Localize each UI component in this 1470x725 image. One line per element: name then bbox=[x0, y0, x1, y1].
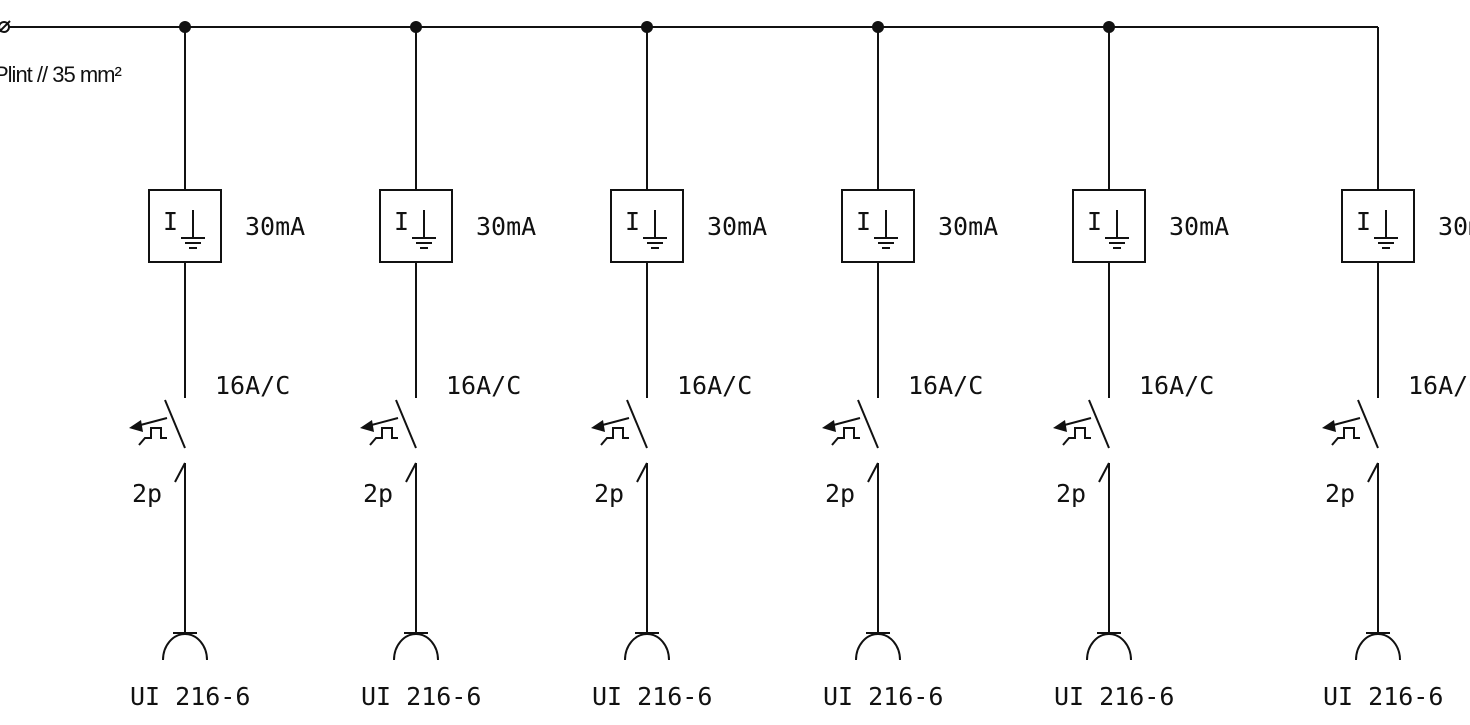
rcd-box bbox=[841, 189, 915, 263]
rcd-rating: 30mA bbox=[707, 212, 767, 241]
circuit-breaker-icon bbox=[822, 399, 879, 483]
rcd-rating: 30mA bbox=[938, 212, 998, 241]
socket-label: UI 216-6 bbox=[361, 682, 481, 711]
branch-circuit: I 30mA 16A/C 2p UI 216-6 bbox=[360, 21, 536, 711]
rcd-rating: 30mA bbox=[476, 212, 536, 241]
bus-bar-group: Plint // 35 mm² bbox=[0, 20, 1378, 87]
socket-label: UI 216-6 bbox=[1054, 682, 1174, 711]
earth-icon bbox=[1374, 210, 1398, 249]
socket-label: UI 216-6 bbox=[1323, 682, 1443, 711]
branch-circuit: I 30mA 16A/C 2p UI 216-6 bbox=[1053, 21, 1229, 711]
socket-outlet-icon bbox=[855, 632, 901, 661]
branch-circuit: I 30mA 16A/C 2p UI 216-6 bbox=[129, 21, 305, 711]
earth-icon bbox=[643, 210, 667, 249]
earth-icon bbox=[181, 210, 205, 249]
rcd-box bbox=[610, 189, 684, 263]
socket-outlet-icon bbox=[393, 632, 439, 661]
circuit-breaker-icon bbox=[1053, 399, 1110, 483]
rcd-symbol: I bbox=[856, 207, 871, 236]
branch-circuits: I 30mA 16A/C 2p UI 216-6 I 30mA 16A/C 2p UI 216-6… bbox=[129, 21, 1470, 711]
rcd-box bbox=[379, 189, 453, 263]
rcd-symbol: I bbox=[163, 207, 178, 236]
rcd-box bbox=[1341, 189, 1415, 263]
branch-circuit: I 30mA 16A/C 2p UI 216-6 bbox=[591, 21, 767, 711]
breaker-rating: 16A/C bbox=[446, 371, 521, 400]
rcd-symbol: I bbox=[394, 207, 409, 236]
rcd-rating: 30mA bbox=[1169, 212, 1229, 241]
breaker-rating: 16A/C bbox=[677, 371, 752, 400]
terminal-slash bbox=[0, 20, 11, 33]
circuit-breaker-icon bbox=[591, 399, 648, 483]
socket-label: UI 216-6 bbox=[823, 682, 943, 711]
poles-label: 2p bbox=[1325, 479, 1355, 508]
rcd-box bbox=[1072, 189, 1146, 263]
branch-circuit: I 30mA 16A/C 2p UI 216-6 bbox=[822, 21, 998, 711]
poles-label: 2p bbox=[363, 479, 393, 508]
socket-outlet-icon bbox=[162, 632, 208, 661]
socket-label: UI 216-6 bbox=[592, 682, 712, 711]
rcd-rating: 30mA bbox=[1438, 212, 1470, 241]
socket-label: UI 216-6 bbox=[130, 682, 250, 711]
bus-label: Plint // 35 mm² bbox=[0, 62, 121, 87]
breaker-rating: 16A/C bbox=[1139, 371, 1214, 400]
poles-label: 2p bbox=[132, 479, 162, 508]
poles-label: 2p bbox=[594, 479, 624, 508]
circuit-breaker-icon bbox=[129, 399, 186, 483]
rcd-rating: 30mA bbox=[245, 212, 305, 241]
rcd-box bbox=[148, 189, 222, 263]
socket-outlet-icon bbox=[1355, 632, 1401, 661]
rcd-symbol: I bbox=[1356, 207, 1371, 236]
earth-icon bbox=[412, 210, 436, 249]
rcd-symbol: I bbox=[1087, 207, 1102, 236]
earth-icon bbox=[874, 210, 898, 249]
breaker-rating: 16A/C bbox=[215, 371, 290, 400]
circuit-breaker-icon bbox=[1322, 399, 1379, 483]
poles-label: 2p bbox=[1056, 479, 1086, 508]
branch-circuit: I 30mA 16A/C 2p UI 216-6 bbox=[1322, 27, 1470, 711]
socket-outlet-icon bbox=[624, 632, 670, 661]
rcd-symbol: I bbox=[625, 207, 640, 236]
breaker-rating: 16A/C bbox=[1408, 371, 1470, 400]
earth-icon bbox=[1105, 210, 1129, 249]
poles-label: 2p bbox=[825, 479, 855, 508]
circuit-breaker-icon bbox=[360, 399, 417, 483]
breaker-rating: 16A/C bbox=[908, 371, 983, 400]
socket-outlet-icon bbox=[1086, 632, 1132, 661]
